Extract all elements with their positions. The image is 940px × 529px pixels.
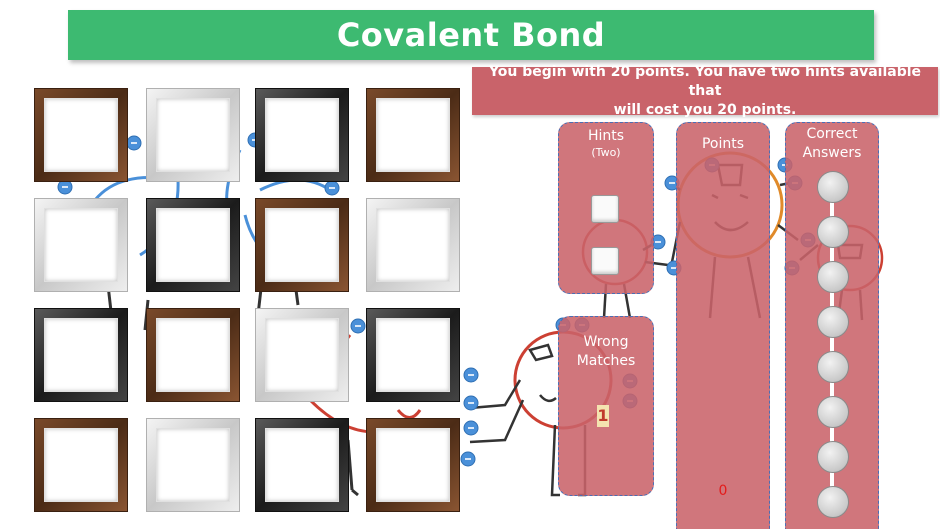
wrong-title-line-2: Matches [576, 353, 636, 369]
memory-card[interactable] [366, 88, 460, 182]
hint-1-button[interactable] [591, 195, 619, 223]
correct-answers-panel: Correct Answers [785, 122, 879, 529]
points-info-banner: You begin with 20 points. You have two h… [472, 64, 938, 118]
memory-card[interactable] [366, 308, 460, 402]
memory-card[interactable] [255, 308, 349, 402]
answer-slot [817, 486, 849, 518]
memory-card[interactable] [146, 418, 240, 512]
answer-slot [817, 171, 849, 203]
memory-card[interactable] [146, 198, 240, 292]
correct-title-line-2: Answers [802, 145, 862, 161]
answer-slot [817, 306, 849, 338]
answer-slot [817, 396, 849, 428]
correct-title-line-1: Correct [806, 126, 858, 142]
hints-subtitle: (Two) [591, 146, 621, 159]
hint-2-button[interactable] [591, 247, 619, 275]
memory-card[interactable] [34, 308, 128, 402]
info-line-2: will cost you 20 points. [613, 101, 797, 118]
memory-card[interactable] [146, 88, 240, 182]
memory-card[interactable] [366, 418, 460, 512]
wrong-title-line-1: Wrong [583, 334, 629, 350]
hints-title: Hints [587, 128, 625, 144]
hints-panel: Hints (Two) [558, 122, 654, 294]
answer-track [830, 187, 834, 507]
memory-card[interactable] [366, 198, 460, 292]
memory-card[interactable] [146, 308, 240, 402]
points-panel: Points 0 [676, 122, 770, 529]
answer-slot [817, 441, 849, 473]
wrong-count: 1 [597, 405, 609, 427]
answer-slot [817, 351, 849, 383]
wrong-matches-panel: Wrong Matches 1 [558, 316, 654, 496]
memory-card[interactable] [34, 418, 128, 512]
memory-card[interactable] [255, 418, 349, 512]
points-value: 0 [718, 483, 728, 499]
memory-card[interactable] [34, 88, 128, 182]
memory-card[interactable] [255, 198, 349, 292]
answer-slot [817, 216, 849, 248]
memory-card[interactable] [255, 88, 349, 182]
points-title: Points [701, 136, 745, 152]
info-line-1: You begin with 20 points. You have two h… [488, 63, 922, 99]
answer-slot [817, 261, 849, 293]
game-title: Covalent Bond [68, 10, 874, 60]
memory-card[interactable] [34, 198, 128, 292]
